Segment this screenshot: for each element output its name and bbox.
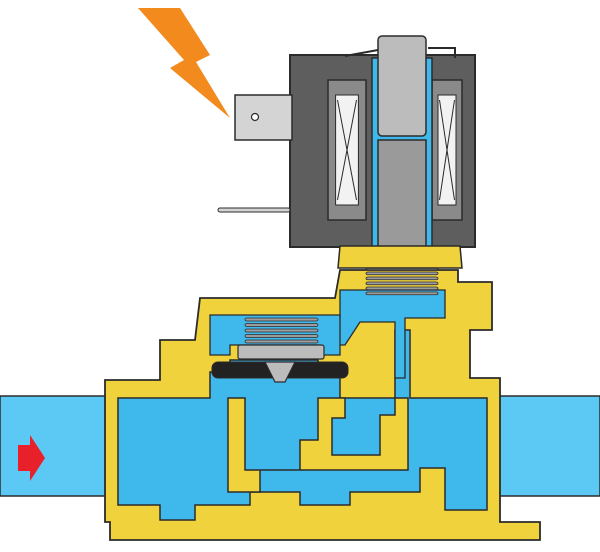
spring-coil: [365, 271, 439, 276]
spring-coil: [365, 286, 439, 291]
coil-winding-lines: [439, 99, 455, 201]
spring-coil: [244, 339, 319, 344]
flow-direction-arrow-icon: [18, 435, 45, 481]
coil-winding-lines: [337, 99, 357, 201]
coil-winding-marks-left: [335, 94, 359, 206]
lightning-bolt-icon: [138, 8, 230, 118]
electrical-terminal: [234, 94, 293, 141]
plunger: [377, 139, 427, 256]
diaphragm-plate: [237, 344, 325, 360]
terminal-hole: [250, 112, 260, 122]
bonnet-nut: [337, 245, 463, 269]
inlet-pipe: [0, 395, 116, 497]
coil-winding-marks-right: [437, 94, 457, 206]
plunger-stop: [377, 35, 427, 137]
diaphragm-spring: [244, 317, 319, 344]
diaphragm-nose: [264, 361, 296, 383]
spring-coil: [244, 328, 319, 333]
spring-coil: [244, 317, 319, 322]
spring-coil: [244, 323, 319, 327]
spring-coil: [365, 276, 439, 281]
outlet-pipe: [489, 395, 600, 497]
spring-coil: [365, 281, 439, 286]
flow-chamber: [117, 329, 488, 521]
valve-seat-wall: [227, 397, 409, 493]
retaining-clip: [344, 47, 456, 58]
spring-coil: [365, 291, 439, 296]
ground-pin: [217, 207, 291, 213]
spring-coil: [244, 334, 319, 338]
